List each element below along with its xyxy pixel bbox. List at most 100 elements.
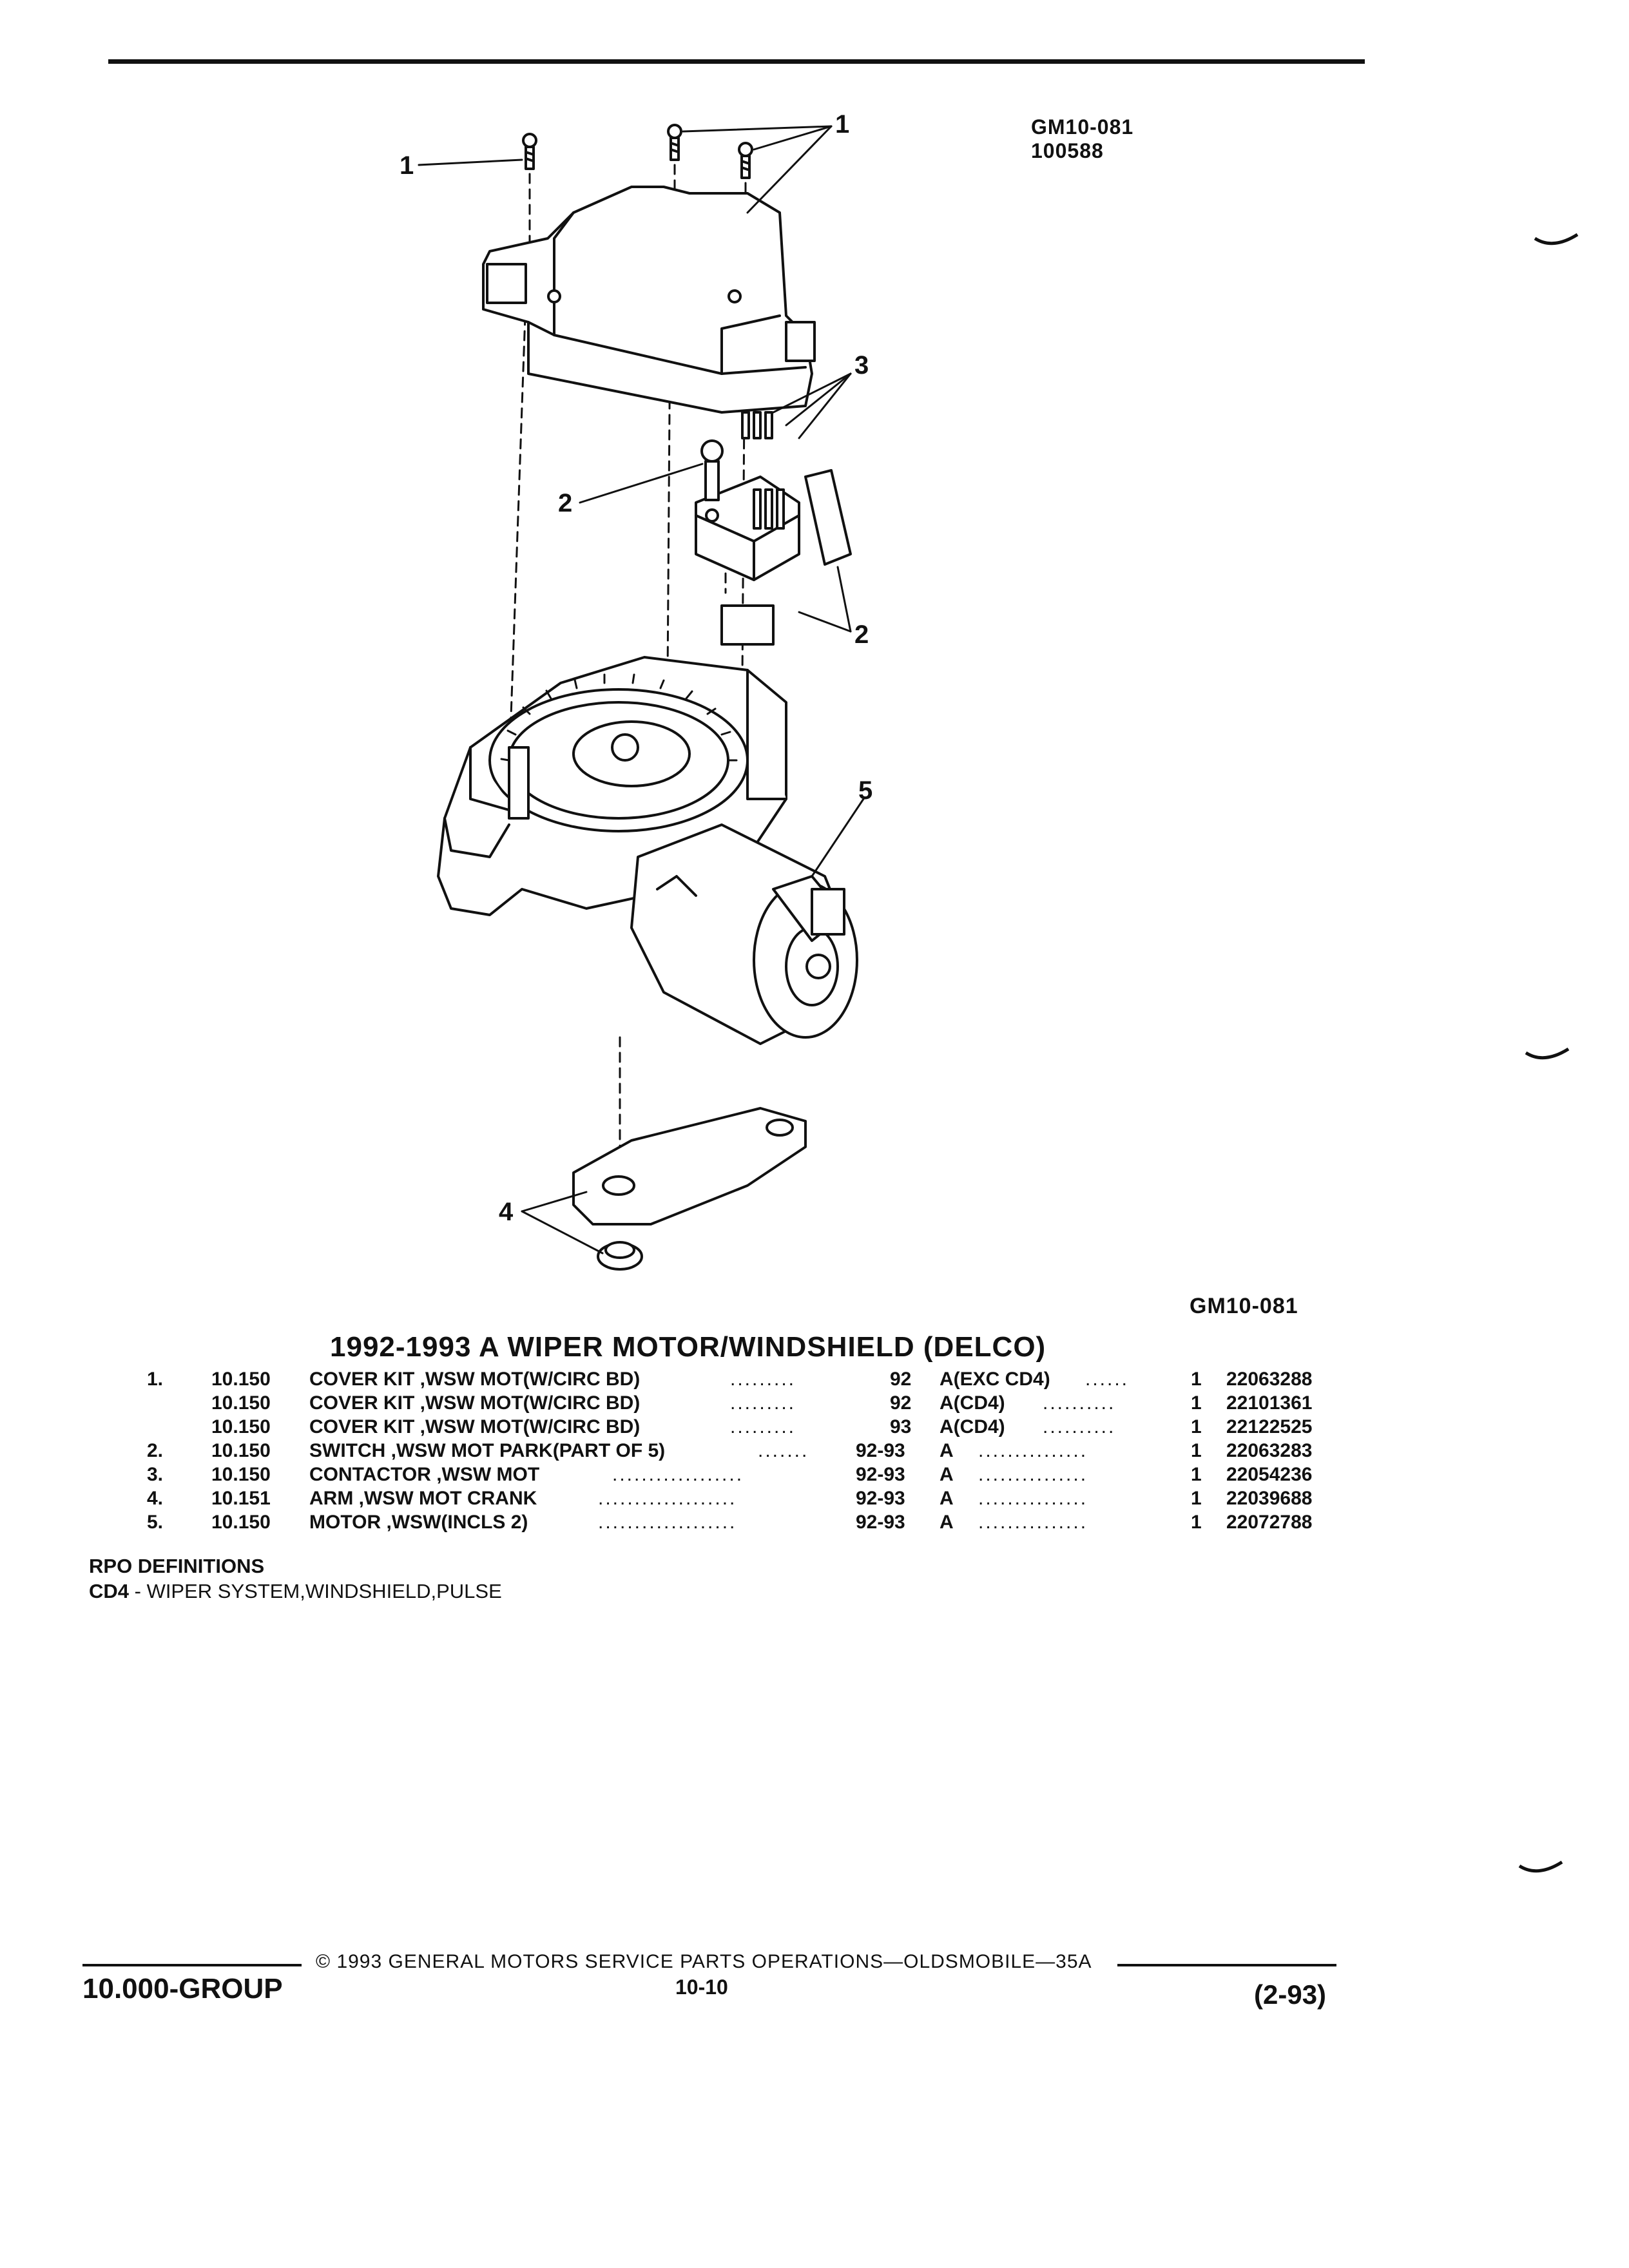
leader-dots: .........: [730, 1369, 796, 1390]
rpo-code-definition: - WIPER SYSTEM,WINDSHIELD,PULSE: [129, 1580, 502, 1602]
part-description: CONTACTOR ,WSW MOT: [309, 1464, 540, 1485]
rpo-definition: CD4 - WIPER SYSTEM,WINDSHIELD,PULSE: [89, 1580, 502, 1603]
leader-dots: ..........: [1043, 1392, 1116, 1414]
model-years: 92: [890, 1392, 912, 1414]
top-rule: [108, 59, 1365, 64]
leader-dots: ...............: [978, 1440, 1088, 1461]
part-description: ARM ,WSW MOT CRANK: [309, 1488, 537, 1509]
model-code: A: [940, 1464, 954, 1485]
item-number: 3.: [147, 1464, 164, 1485]
parts-row: 4. 10.151 ARM ,WSW MOT CRANK ...........…: [147, 1488, 1365, 1512]
switch-bolt: [700, 439, 724, 501]
group-number: 10.150: [211, 1369, 271, 1390]
leader-dots: ..........: [1043, 1416, 1116, 1437]
model-code: A(CD4): [940, 1416, 1005, 1437]
figure-sub-code: 100588: [1031, 139, 1104, 162]
part-number: 22122525: [1226, 1416, 1313, 1437]
quantity: 1: [1191, 1392, 1202, 1414]
model-years: 92-93: [856, 1464, 905, 1485]
part-description: COVER KIT ,WSW MOT(W/CIRC BD): [309, 1416, 641, 1437]
callout-1-left: 1: [400, 151, 414, 180]
quantity: 1: [1191, 1512, 1202, 1533]
part-description: SWITCH ,WSW MOT PARK(PART OF 5): [309, 1440, 666, 1461]
parts-row: 1. 10.150 COVER KIT ,WSW MOT(W/CIRC BD) …: [147, 1369, 1365, 1392]
bottom-figure-code: GM10-081: [1190, 1294, 1298, 1318]
leader-dots: ...................: [598, 1512, 737, 1533]
footer-page-number: 10-10: [675, 1975, 728, 1999]
model-code: A(CD4): [940, 1392, 1005, 1414]
model-years: 92-93: [856, 1488, 905, 1509]
model-years: 92-93: [856, 1512, 905, 1533]
group-number: 10.150: [211, 1416, 271, 1437]
gear-teeth: [500, 673, 738, 762]
part-number: 22063283: [1226, 1440, 1313, 1461]
wiper-motor-exploded-diagram: 1 1 2 2 3 4 5: [400, 110, 872, 1271]
leader-dots: ...............: [978, 1488, 1088, 1509]
part-description: COVER KIT ,WSW MOT(W/CIRC BD): [309, 1392, 641, 1414]
part-number: 22054236: [1226, 1464, 1313, 1485]
leader-dots: ...................: [598, 1488, 737, 1509]
margin-mark: [1518, 1860, 1563, 1873]
group-number: 10.150: [211, 1392, 271, 1414]
parts-row: 3. 10.150 CONTACTOR ,WSW MOT ...........…: [147, 1464, 1365, 1488]
model-code: A: [940, 1512, 954, 1533]
leader-lines: [418, 125, 865, 1254]
item-number: 5.: [147, 1512, 164, 1533]
part-number: 22101361: [1226, 1392, 1313, 1414]
group-number: 10.151: [211, 1488, 271, 1509]
quantity: 1: [1191, 1440, 1202, 1461]
leader-dots: .......: [758, 1440, 809, 1461]
contactor-pins: [741, 411, 785, 530]
group-number: 10.150: [211, 1440, 271, 1461]
model-code: A: [940, 1440, 954, 1461]
leader-dots: ...............: [978, 1464, 1088, 1485]
model-years: 93: [890, 1416, 912, 1437]
model-years: 92: [890, 1369, 912, 1390]
rpo-code: CD4: [89, 1580, 130, 1602]
quantity: 1: [1191, 1369, 1202, 1390]
parts-row: 2. 10.150 SWITCH ,WSW MOT PARK(PART OF 5…: [147, 1440, 1365, 1464]
cover-screw-middle: [667, 124, 682, 161]
rpo-definitions-heading: RPO DEFINITIONS: [89, 1555, 265, 1577]
item-number: 1.: [147, 1369, 164, 1390]
leader-dots: ......: [1085, 1369, 1130, 1390]
quantity: 1: [1191, 1488, 1202, 1509]
footer-rule-left: [82, 1964, 302, 1966]
item-number: 4.: [147, 1488, 164, 1509]
footer-group: 10.000-GROUP: [82, 1973, 283, 2004]
callout-3: 3: [854, 351, 869, 380]
callout-5: 5: [858, 776, 872, 805]
callout-2-bolt: 2: [558, 489, 572, 517]
quantity: 1: [1191, 1464, 1202, 1485]
item-number: 2.: [147, 1440, 164, 1461]
group-number: 10.150: [211, 1464, 271, 1485]
part-number: 22072788: [1226, 1512, 1313, 1533]
parts-list: 1. 10.150 COVER KIT ,WSW MOT(W/CIRC BD) …: [147, 1369, 1365, 1535]
footer-revision-date: (2-93): [1254, 1979, 1327, 2010]
leader-dots: .........: [730, 1416, 796, 1437]
model-code: A: [940, 1488, 954, 1509]
footer-rule-right: [1117, 1964, 1336, 1966]
model-years: 92-93: [856, 1440, 905, 1461]
callout-1-right: 1: [835, 110, 849, 139]
callout-2-switch: 2: [854, 620, 869, 649]
crank-nut: [597, 1241, 643, 1271]
part-number: 22039688: [1226, 1488, 1313, 1509]
model-code: A(EXC CD4): [940, 1369, 1050, 1390]
margin-mark: [1525, 1047, 1570, 1060]
leader-dots: ..................: [612, 1464, 744, 1485]
cover-kit: [482, 186, 816, 414]
motor: [630, 823, 858, 1045]
crank-arm: [572, 1107, 807, 1225]
part-description: COVER KIT ,WSW MOT(W/CIRC BD): [309, 1369, 641, 1390]
part-description: MOTOR ,WSW(INCLS 2): [309, 1512, 528, 1533]
parts-row: 10.150 COVER KIT ,WSW MOT(W/CIRC BD) ...…: [147, 1416, 1365, 1440]
parts-row: 10.150 COVER KIT ,WSW MOT(W/CIRC BD) ...…: [147, 1392, 1365, 1416]
section-title: 1992-1993 A WIPER MOTOR/WINDSHIELD (DELC…: [330, 1331, 1046, 1363]
figure-code: GM10-081: [1031, 115, 1134, 139]
group-number: 10.150: [211, 1512, 271, 1533]
callout-4: 4: [499, 1198, 514, 1226]
parts-row: 5. 10.150 MOTOR ,WSW(INCLS 2) ..........…: [147, 1512, 1365, 1535]
cover-screw-left: [522, 133, 537, 170]
leader-dots: ...............: [978, 1512, 1088, 1533]
